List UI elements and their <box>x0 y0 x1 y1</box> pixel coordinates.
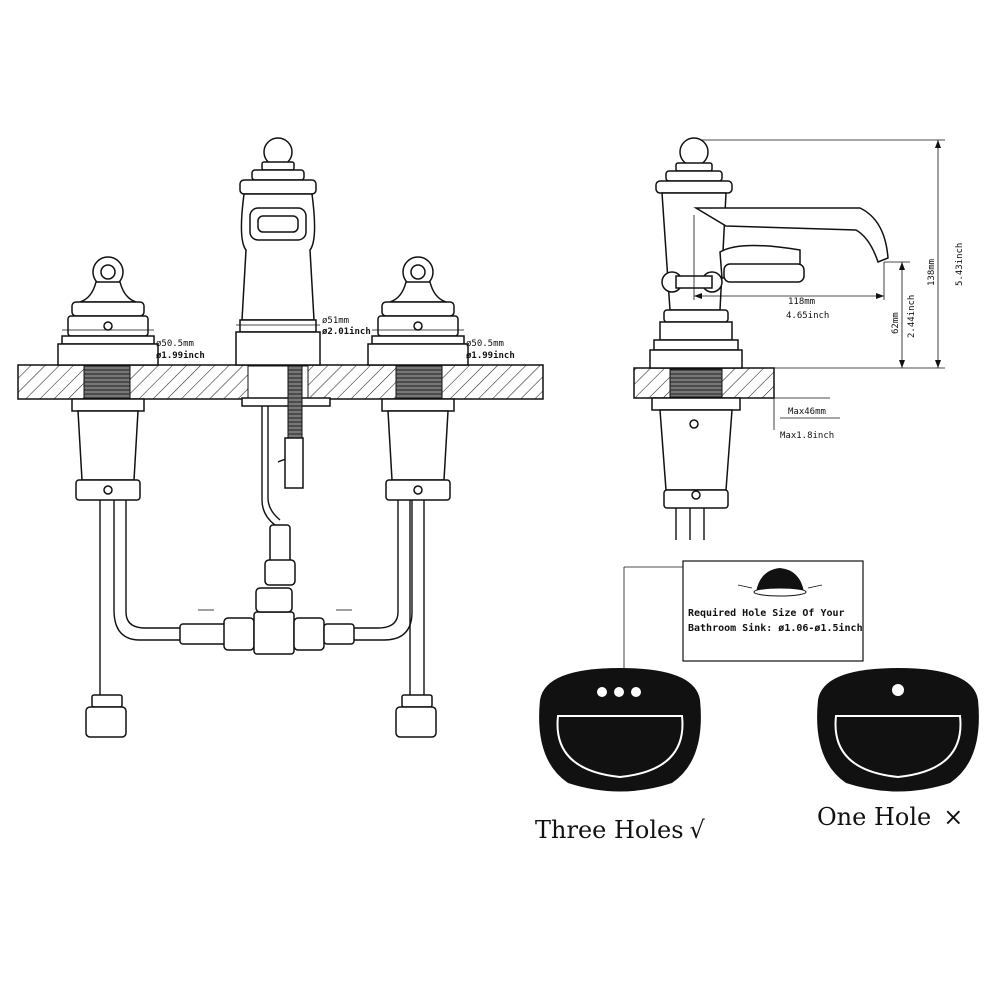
spout-height-in: 2.44inch <box>907 295 917 338</box>
hole-size-note: Required Hole Size Of Your Bathroom Sink… <box>623 560 864 688</box>
center-spout <box>235 137 331 586</box>
check-mark-icon: √ <box>690 816 706 844</box>
supply-hoses <box>85 500 437 738</box>
reach-mm: 118mm <box>788 297 815 307</box>
sink-hole-single <box>892 684 904 696</box>
left-valve-body <box>71 398 145 501</box>
three-hole-sink: Three Holes√ <box>535 668 706 844</box>
right-valve-body <box>381 398 455 501</box>
deck-max-mm: Max46mm <box>788 407 826 417</box>
hole-note-line2: Bathroom Sink: ø1.06-ø1.5inch <box>688 622 863 634</box>
hole-note-line1: Required Hole Size Of Your <box>688 607 845 619</box>
side-dimensions: 138mm 5.43inch 118mm 4.65inch 62mm 2.44i… <box>693 139 965 441</box>
sink-hole-right <box>631 687 641 697</box>
tee-connector <box>179 587 355 655</box>
spout-height-mm: 62mm <box>891 312 901 334</box>
left-handle-dia-in: ø1.99inch <box>156 350 205 361</box>
three-holes-label: Three Holes√ <box>535 816 706 844</box>
left-handle-dia-mm: ø50.5mm <box>156 339 194 349</box>
cross-mark-icon: × <box>943 803 963 831</box>
sink-hole-left <box>597 687 607 697</box>
spout-dia-in: ø2.01inch <box>322 326 371 337</box>
reach-in: 4.65inch <box>786 311 829 321</box>
side-view: 138mm 5.43inch 118mm 4.65inch 62mm 2.44i… <box>633 137 965 540</box>
right-handle-dia-in: ø1.99inch <box>466 350 515 361</box>
front-dimensions: ø50.5mm ø1.99inch ø51mm ø2.01inch ø50.5m… <box>62 316 515 361</box>
one-hole-label: One Hole× <box>817 803 963 831</box>
front-view: ø50.5mm ø1.99inch ø51mm ø2.01inch ø50.5m… <box>17 137 544 738</box>
spout-dia-mm: ø51mm <box>322 316 349 326</box>
right-handle-dia-mm: ø50.5mm <box>466 339 504 349</box>
height-mm: 138mm <box>927 259 937 286</box>
left-handle <box>57 256 159 366</box>
right-handle <box>367 256 469 366</box>
deck-max-in: Max1.8inch <box>780 431 834 441</box>
height-in: 5.43inch <box>955 243 965 286</box>
sink-hole-center <box>614 687 624 697</box>
one-hole-sink: One Hole× <box>817 668 979 831</box>
